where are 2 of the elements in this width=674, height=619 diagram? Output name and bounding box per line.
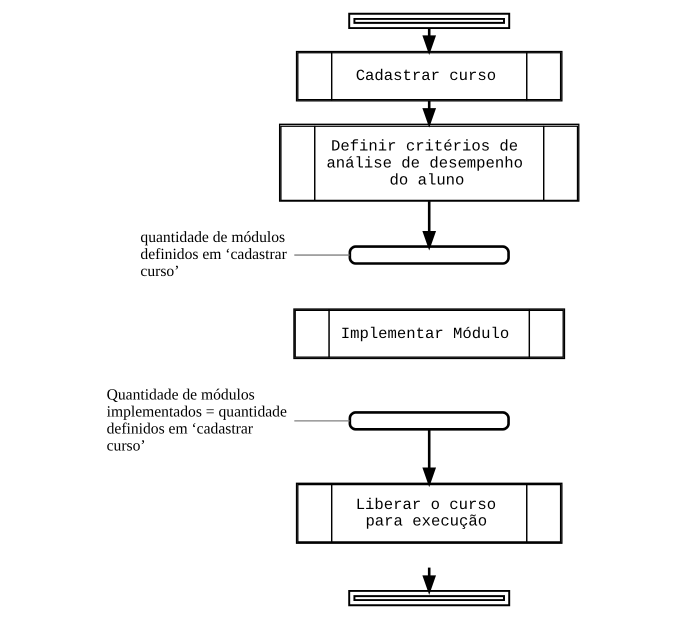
node-text: Quantidade de módulos implementados = quantidade definidos em ‘cadastrar curso’ — [106, 386, 286, 454]
node-text: quantidade de módulos definidos em ‘cadastrar curso’ — [140, 229, 286, 280]
